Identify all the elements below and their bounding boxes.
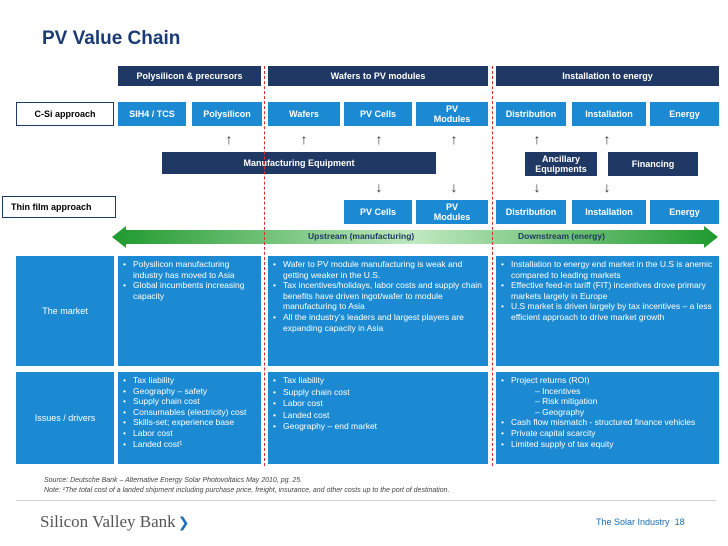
sub-bullet: – Risk mitigation: [535, 396, 598, 407]
svb-logo: Silicon Valley Bank❯: [40, 512, 189, 532]
footer-divider: [16, 500, 716, 501]
bullet: Tax liability: [123, 375, 257, 386]
ancillary-equipments: Ancillary Equipments: [525, 152, 597, 176]
upstream-label: Upstream (manufacturing): [308, 231, 415, 241]
stream-arrow: [112, 226, 718, 248]
arrow-up-icon: ↑: [225, 131, 233, 147]
arrow-up-icon: ↑: [375, 131, 383, 147]
market-panel-wafers: Wafer to PV module manufacturing is weak…: [268, 256, 488, 366]
row-label-market: The market: [16, 256, 114, 366]
bullet: Polysilicon manufacturing industry has m…: [123, 259, 257, 280]
thin-node-energy: Energy: [650, 200, 719, 224]
row-label-issues: Issues / drivers: [16, 372, 114, 464]
chain-node-sih4: SIH4 / TCS: [118, 102, 186, 126]
bullet: Project returns (ROI): [501, 375, 715, 386]
footer-text: The Solar Industry 18: [596, 517, 685, 527]
chain-node-pv-modules: PV Modules: [416, 102, 488, 126]
downstream-label: Downstream (energy): [518, 231, 605, 241]
stage-divider: [264, 66, 265, 466]
bullet: Private capital scarcity: [501, 428, 715, 439]
bullet: Landed cost: [273, 410, 484, 421]
arrow-up-icon: ↑: [450, 131, 458, 147]
thin-node-distribution: Distribution: [496, 200, 566, 224]
chain-node-energy: Energy: [650, 102, 719, 126]
bullet: U.S market is driven largely by tax ince…: [501, 301, 715, 322]
chain-node-pv-cells: PV Cells: [344, 102, 412, 126]
logo-text: Silicon Valley Bank: [40, 512, 176, 531]
chain-node-polysilicon: Polysilicon: [192, 102, 262, 126]
bullet: Cash flow mismatch - structured finance …: [501, 417, 715, 428]
bullet: Supply chain cost: [273, 387, 484, 398]
stage-header-polysilicon: Polysilicon & precursors: [118, 66, 261, 86]
market-panel-installation: Installation to energy end market in the…: [496, 256, 719, 366]
arrow-up-icon: ↑: [533, 131, 541, 147]
bullet: Geography – end market: [273, 421, 484, 432]
issues-panel-polysilicon: Tax liability Geography – safety Supply …: [118, 372, 261, 464]
chain-node-distribution: Distribution: [496, 102, 566, 126]
financing: Financing: [608, 152, 698, 176]
thin-node-pv-cells: PV Cells: [344, 200, 412, 224]
thin-node-pv-modules: PV Modules: [416, 200, 488, 224]
bullet: Tax liability: [273, 375, 484, 386]
stage-divider: [492, 66, 493, 466]
market-panel-polysilicon: Polysilicon manufacturing industry has m…: [118, 256, 261, 366]
bullet: Global incumbents increasing capacity: [123, 280, 257, 301]
issues-panel-wafers: Tax liability Supply chain cost Labor co…: [268, 372, 488, 464]
arrow-up-icon: ↑: [300, 131, 308, 147]
bullet: Labor cost: [123, 428, 257, 439]
stage-header-installation: Installation to energy: [496, 66, 719, 86]
bullet: Landed cost¹: [123, 439, 257, 450]
chain-node-installation: Installation: [572, 102, 646, 126]
bullet: Wafer to PV module manufacturing is weak…: [273, 259, 484, 280]
row-label-csi: C-Si approach: [16, 102, 114, 126]
row-label-thin-film: Thin film approach: [2, 196, 116, 218]
note-text: Note: ¹The total cost of a landed shipme…: [44, 487, 450, 494]
page-title: PV Value Chain: [42, 28, 181, 49]
bullet: Tax incentives/holidays, labor costs and…: [273, 280, 484, 312]
thin-node-installation: Installation: [572, 200, 646, 224]
arrow-down-icon: ↓: [533, 179, 541, 195]
arrow-up-icon: ↑: [603, 131, 611, 147]
bullet: Installation to energy end market in the…: [501, 259, 715, 280]
chain-node-wafers: Wafers: [268, 102, 340, 126]
stage-header-wafers: Wafers to PV modules: [268, 66, 488, 86]
arrow-down-icon: ↓: [375, 179, 383, 195]
bullet: Skills-set; experience base: [123, 417, 257, 428]
bullet: Labor cost: [273, 398, 484, 409]
bullet: Geography – safety: [123, 386, 257, 397]
issues-panel-installation: Project returns (ROI) – Incentives – Ris…: [496, 372, 719, 464]
chevron-right-icon: ❯: [177, 515, 190, 531]
bullet: Effective feed-in tariff (FIT) incentive…: [501, 280, 715, 301]
arrow-down-icon: ↓: [603, 179, 611, 195]
bullet: Supply chain cost: [123, 396, 257, 407]
sub-bullet: – Geography: [535, 406, 585, 417]
bullet: All the industry’s leaders and largest p…: [273, 312, 484, 333]
arrow-down-icon: ↓: [450, 179, 458, 195]
source-text: Source: Deutsche Bank – Alternative Ener…: [44, 477, 303, 484]
bullet: Consumables (electricity) cost: [123, 407, 257, 418]
page-number: 18: [674, 517, 685, 527]
manufacturing-equipment: Manufacturing Equipment: [162, 152, 436, 174]
bullet: Limited supply of tax equity: [501, 439, 715, 450]
footer-title: The Solar Industry: [596, 517, 670, 527]
sub-bullet: – Incentives: [535, 385, 581, 396]
